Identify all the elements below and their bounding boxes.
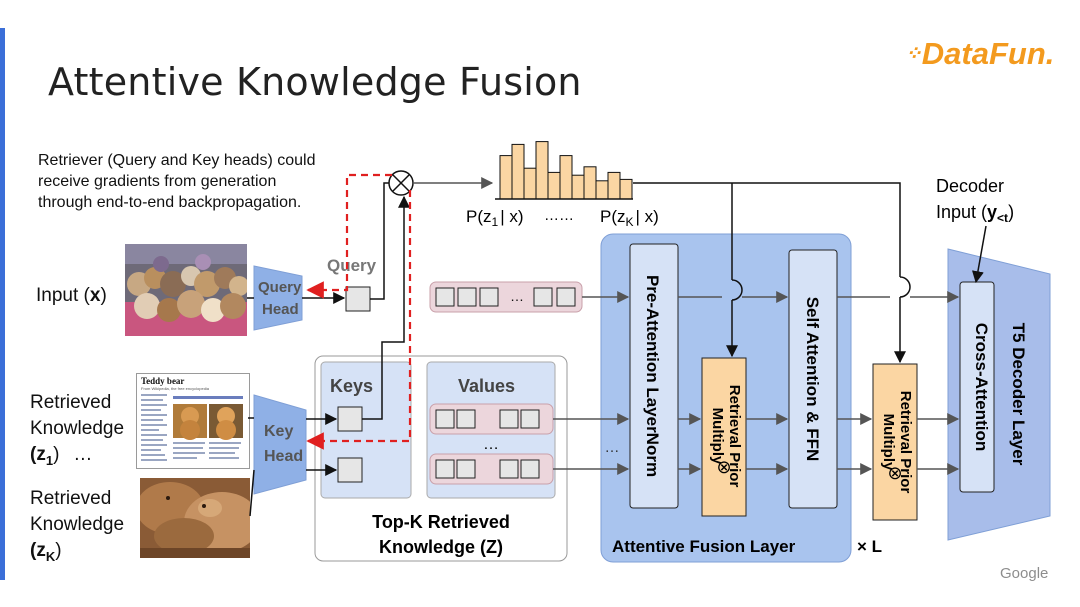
mid-dots: … (605, 439, 620, 456)
self-attention-label: Self Attention & FFN (803, 297, 822, 462)
teddy-bears-image (125, 244, 247, 336)
key-to-dot-arrow (362, 195, 410, 420)
values-label: Values (458, 376, 515, 396)
t5-decoder-label: T5 Decoder Layer (1009, 323, 1028, 466)
accent-bar (0, 28, 5, 580)
prior-bar (547, 171, 561, 200)
query-head-label-line1: Query (258, 279, 302, 296)
key-head (253, 394, 307, 495)
value-row-1 (429, 403, 554, 435)
multiply-prior-1-line2: Retrieval Prior (726, 385, 743, 488)
note-line: receive gradients from generation (38, 173, 277, 190)
multiply-prior-2-line2: Retrieval Prior (897, 391, 914, 494)
key-head-label-line1: Key (264, 423, 293, 440)
prior-to-block2-line-a (633, 182, 901, 277)
retrieved-knowledge-1-label: Retrieved Knowledge (z1)… (30, 392, 125, 468)
prob-zk-label: P(zK| x) (600, 207, 659, 229)
prior-bar (607, 171, 621, 200)
decoder-input-label-line2: Input (y<t) (936, 202, 1014, 225)
multiply-prior-1-line1: Multiply (709, 408, 726, 465)
datafun-logo: ⁘DataFun. (905, 36, 1054, 72)
doc-subtitle: From Wikipedia, the free encyclopedia (141, 386, 210, 391)
svg-text:…: … (510, 288, 524, 304)
key-vector-1 (337, 406, 363, 432)
decoder-state-row: … (429, 281, 583, 313)
prior-hop-2 (899, 276, 911, 298)
slide-title: Attentive Knowledge Fusion (48, 60, 582, 104)
input-label: Input (x) (36, 285, 107, 306)
bear-photo (140, 478, 250, 558)
prior-bar (583, 166, 597, 200)
prior-bar (523, 167, 537, 200)
query-vector (345, 286, 371, 312)
note-line: through end-to-end backpropagation. (38, 194, 302, 211)
pre-attention-label: Pre-Attention LayerNorm (643, 275, 662, 477)
prior-bar (535, 141, 549, 200)
multiply-prior-2-line1: Multiply (880, 414, 897, 471)
prior-bar (499, 155, 513, 200)
prior-hop-1 (731, 279, 743, 301)
retrieval-prior-histogram (499, 141, 633, 200)
keys-label: Keys (330, 376, 373, 396)
topk-label-line1: Top-K Retrieved (372, 512, 510, 532)
prior-bar (511, 143, 525, 200)
multiply-icon: ⊗ (887, 463, 902, 483)
google-footer-logo: Google (1000, 565, 1049, 582)
doc-body-image (141, 394, 243, 461)
times-l-label: × L (857, 537, 882, 556)
query-head-label-line2: Head (262, 301, 299, 318)
pre-attention-layernorm-block (629, 243, 679, 509)
gradient-note: Retriever (Query and Key heads) could re… (38, 150, 315, 213)
teddy-bear-document-thumbnail: Teddy bear From Wikipedia, the free ency… (136, 373, 250, 469)
multiply-retrieval-prior-block-2 (872, 363, 918, 521)
photo-to-key-head-line (249, 469, 255, 517)
doc-title: Teddy bear (141, 376, 185, 386)
gradient-to-query-head-arrow (306, 173, 392, 299)
prior-bar (619, 178, 633, 200)
retrieved-knowledge-k-label: Retrieved Knowledge (zK) (30, 488, 125, 564)
multiply-retrieval-prior-block-1 (701, 357, 747, 517)
cross-attention-label: Cross-Attention (972, 323, 991, 451)
teddy-bears-photo (125, 244, 247, 336)
prior-bar (559, 155, 573, 200)
note-line: Retriever (Query and Key heads) could (38, 152, 316, 169)
key-head-label-line2: Head (264, 448, 303, 465)
topk-label-line2: Knowledge (Z) (379, 537, 503, 557)
bear-image (140, 478, 250, 558)
fusion-layer-label: Attentive Fusion Layer (612, 537, 796, 556)
decoder-input-arrow (971, 225, 987, 284)
decoder-input-label-line1: Decoder (936, 176, 1004, 196)
logo-text: DataFun. (921, 36, 1055, 71)
prior-bar (571, 174, 585, 200)
key-vector-k (337, 457, 363, 483)
query-head (253, 265, 303, 331)
values-dots: … (483, 436, 499, 453)
prob-dots: …… (544, 207, 574, 224)
query-to-dot-arrow (370, 182, 389, 300)
query-label: Query (327, 256, 377, 275)
multiply-icon: ⊗ (716, 457, 731, 477)
gradient-to-key-head-arrow (306, 190, 412, 450)
prob-z1-label: P(z1| x) (466, 207, 524, 229)
value-row-k (429, 453, 554, 485)
logo-dots-icon: ⁘ (905, 43, 922, 65)
prior-bar (595, 180, 609, 200)
self-attention-ffn-block (788, 249, 838, 509)
